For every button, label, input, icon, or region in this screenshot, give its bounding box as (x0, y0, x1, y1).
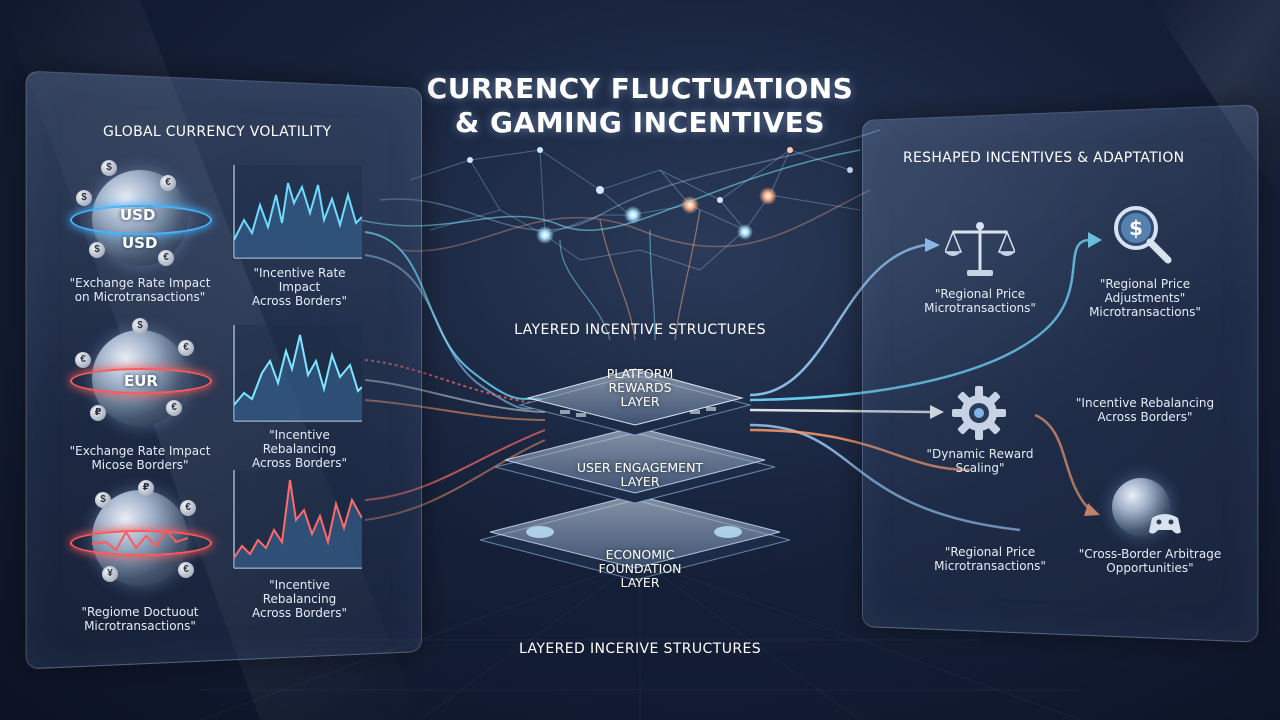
chart-line (233, 182, 362, 241)
coin-icon: € (166, 400, 182, 416)
caption-line: Across Borders" (252, 294, 347, 308)
orbit-ring (70, 530, 212, 556)
caption-line: "Incentive Rebalancing (262, 428, 337, 456)
row1-left-caption: "Exchange Rate Impact on Microtransactio… (55, 276, 225, 304)
caption-line: Across Borders" (252, 606, 347, 620)
layer-label-line: LAYER (620, 394, 660, 409)
caption-line: "Regiome Doctuout (81, 605, 199, 619)
row3-left-caption: "Regiome Doctuout Microtransactions" (55, 605, 225, 633)
center-label-bottom: LAYERED INCERIVE STRUCTURES (518, 641, 761, 657)
caption-line: Scaling" (955, 461, 1005, 475)
platform-rewards-label: PLATFORM REWARDS LAYER (560, 367, 720, 409)
coin-icon: ₽ (90, 405, 106, 421)
coin-icon: € (75, 352, 91, 368)
row3-right-caption: "Incentive Rebalancing Across Borders" (232, 578, 367, 620)
caption-line: "Incentive Rebalancing (1075, 396, 1215, 410)
layer-label-line: REWARDS (608, 380, 672, 395)
caption-line: "Exchange Rate Impact (69, 444, 211, 458)
page-title: CURRENCY FLUCTUATIONS & GAMING INCENTIVE… (390, 72, 890, 140)
chart-line (233, 479, 362, 559)
globe-currency-label: USD (120, 206, 156, 224)
right-item-3-caption: "Dynamic Reward Scaling" (915, 447, 1045, 475)
row2-left-caption: "Exchange Rate Impact Micose Borders" (55, 444, 225, 472)
layer-label-line: ECONOMIC (605, 547, 675, 562)
coin-icon: $ (95, 492, 111, 508)
right-item-5-caption: "Regional Price Microtransactions" (920, 545, 1060, 573)
volatility-chart-2 (232, 325, 362, 423)
globe-currency-label: EUR (124, 372, 158, 390)
right-item-4-caption: "Incentive Rebalancing Across Borders" (1065, 396, 1225, 424)
volatility-chart-3 (232, 470, 362, 570)
title-line-2: & GAMING INCENTIVES (454, 106, 826, 139)
user-engagement-label: USER ENGAGEMENT LAYER (540, 461, 740, 489)
search-dollar-icon: $ (1114, 206, 1172, 264)
coin-icon: € (178, 340, 194, 356)
caption-line: "Cross-Border Arbitrage (1078, 547, 1222, 561)
coin-icon: $ (132, 318, 148, 334)
caption-line: Across Borders" (252, 456, 347, 470)
coin-icon: € (158, 250, 174, 266)
caption-line: Across Borders" (1097, 410, 1193, 424)
row2-right-caption: "Incentive Rebalancing Across Borders" (232, 428, 367, 470)
caption-line: "Exchange Rate Impact (69, 276, 211, 290)
layer-label-line: PLATFORM (606, 366, 674, 381)
title-line-1: CURRENCY FLUCTUATIONS (426, 72, 854, 105)
caption-line: Microtransactions" (934, 559, 1046, 573)
scale-icon (945, 222, 1015, 276)
orbit-ring (70, 205, 212, 235)
layer-label-line: FOUNDATION (598, 561, 682, 576)
caption-line: Microtransactions" (924, 301, 1036, 315)
caption-line: "Dynamic Reward (926, 447, 1034, 461)
caption-line: "Regional Price (944, 545, 1036, 559)
caption-line: on Microtransactions" (74, 290, 206, 304)
coin-icon: € (160, 175, 176, 191)
caption-line: Opportunities" (1106, 561, 1194, 575)
svg-text:$: $ (1129, 216, 1143, 240)
coin-icon: € (180, 500, 196, 516)
coin-icon: $ (89, 242, 105, 258)
caption-line: Micose Borders" (91, 458, 189, 472)
orbit-ring (70, 368, 212, 394)
chart-line (233, 334, 362, 406)
coin-icon: ¥ (102, 566, 118, 582)
row1-right-caption: "Incentive Rate Impact Across Borders" (232, 266, 367, 308)
caption-line: "Incentive Rebalancing (262, 578, 337, 606)
layer-label-line: LAYER (620, 575, 660, 590)
layer-stack (479, 368, 791, 581)
chart-fill (234, 335, 362, 421)
gear-icon (952, 386, 1006, 440)
right-item-1-caption: "Regional Price Microtransactions" (915, 287, 1045, 315)
coin-icon: ₽ (138, 480, 154, 496)
caption-line: "Incentive Rate Impact (253, 266, 346, 294)
economic-foundation-label: ECONOMIC FOUNDATION LAYER (560, 548, 720, 590)
caption-line: "Regional Price (1099, 277, 1191, 291)
right-item-2-caption: "Regional Price Adjustments" Microtransa… (1075, 277, 1215, 319)
red-trend-line (92, 528, 188, 552)
layer-label-line: LAYER (620, 474, 660, 489)
center-label-top: LAYERED INCENTIVE STRUCTURES (514, 322, 766, 338)
volatility-chart-1 (232, 165, 362, 260)
chart-fill (234, 183, 362, 258)
caption-line: Adjustments" (1104, 291, 1186, 305)
economic-foundation-layer (479, 494, 791, 581)
caption-line: Microtransactions" (84, 619, 196, 633)
globe-currency-label: USD (122, 234, 158, 252)
coin-icon: $ (76, 190, 92, 206)
gamepad-icon (1149, 514, 1181, 534)
caption-line: Microtransactions" (1089, 305, 1201, 319)
chart-fill (234, 480, 362, 568)
right-panel-title: RESHAPED INCENTIVES & ADAPTATION (903, 150, 1185, 166)
platform-rewards-layer (518, 368, 752, 436)
user-engagement-layer (494, 426, 776, 504)
layer-label-line: USER ENGAGEMENT (576, 460, 704, 475)
caption-line: "Regional Price (934, 287, 1026, 301)
coin-icon: € (178, 562, 194, 578)
right-item-6-caption: "Cross-Border Arbitrage Opportunities" (1065, 547, 1235, 575)
coin-icon: $ (101, 160, 117, 176)
left-panel-title: GLOBAL CURRENCY VOLATILITY (103, 124, 332, 140)
